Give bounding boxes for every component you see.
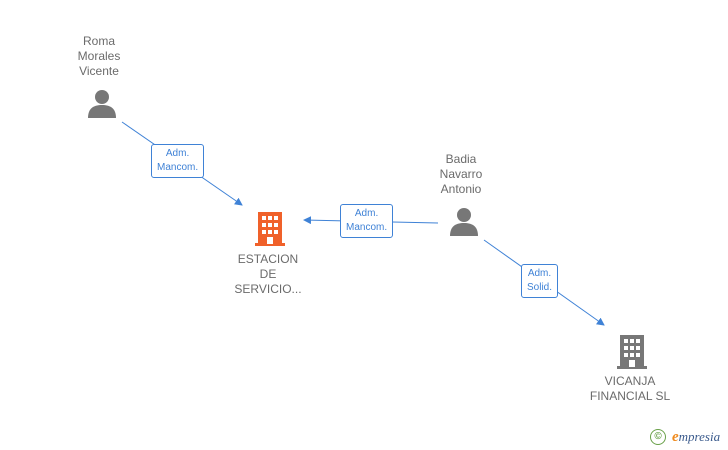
relation-type: Mancom. [346, 222, 388, 233]
person-icon[interactable] [449, 206, 479, 236]
relation-label-roma-estacion: Adm. Mancom. [151, 144, 205, 178]
company-name-vicanja[interactable]: VICANJA FINANCIAL SL [582, 374, 678, 404]
relation-role: Adm. [354, 208, 379, 219]
person-name-line: Morales [77, 49, 121, 63]
person-name-roma[interactable]: Roma Morales Vicente [68, 34, 130, 79]
relation-type: Solid. [527, 282, 553, 293]
company-name-line: DE [259, 267, 277, 281]
company-name-line: SERVICIO... [234, 282, 302, 296]
relation-role: Adm. [527, 268, 552, 279]
company-name-line: VICANJA [604, 374, 656, 388]
brand-wordmark: empresia [672, 429, 720, 445]
company-name-line: FINANCIAL SL [589, 389, 671, 403]
copyright-icon: © [650, 429, 666, 445]
person-name-line: Navarro [439, 167, 483, 181]
person-name-badia[interactable]: Badia Navarro Antonio [430, 152, 492, 197]
building-icon[interactable] [617, 335, 647, 369]
building-icon[interactable] [255, 212, 285, 246]
person-icon[interactable] [87, 88, 117, 118]
company-name-estacion[interactable]: ESTACION DE SERVICIO... [228, 252, 308, 297]
relation-label-badia-vicanja: Adm. Solid. [521, 264, 559, 298]
relation-type: Mancom. [157, 162, 199, 173]
person-name-line: Antonio [440, 182, 482, 196]
relation-role: Adm. [165, 148, 190, 159]
person-name-line: Vicente [79, 64, 119, 78]
person-name-line: Roma [82, 34, 115, 48]
brand-initial: e [672, 429, 679, 445]
person-name-line: Badia [445, 152, 477, 166]
company-name-line: ESTACION [237, 252, 299, 266]
relation-label-badia-estacion: Adm. Mancom. [340, 204, 394, 238]
brand-name: mpresia [678, 429, 721, 444]
